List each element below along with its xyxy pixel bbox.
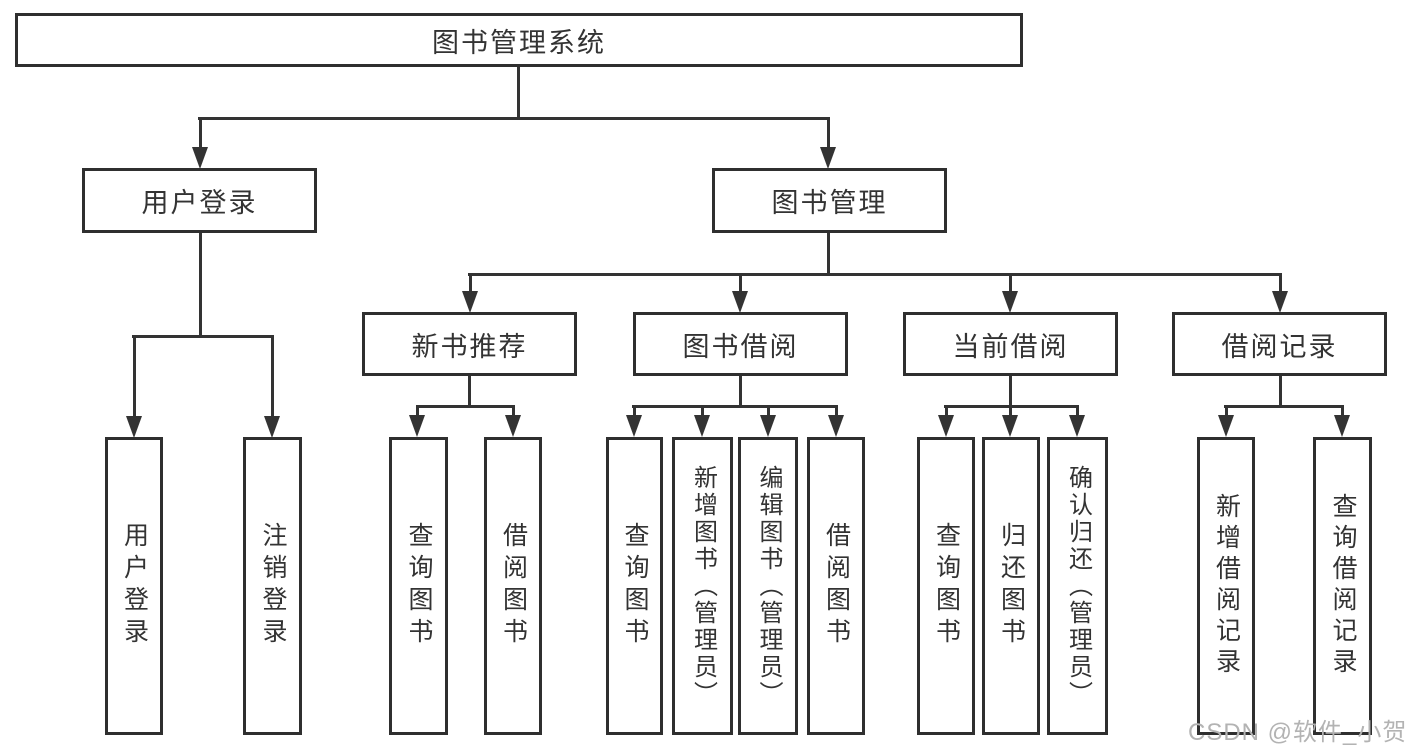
node-label: 用户登录 [141, 188, 258, 218]
connector-line [132, 335, 274, 338]
arrow-down-icon [1069, 415, 1085, 437]
node-label: 新增图书（管理员） [689, 464, 717, 708]
connector-line [701, 407, 704, 416]
connector-line [1009, 376, 1012, 407]
csdn-watermark: CSDN @软件_小贺同学 [1188, 719, 1405, 746]
connector-line [133, 337, 136, 416]
connector-line [468, 273, 1282, 276]
connector-line [739, 275, 742, 291]
arrow-down-icon [820, 147, 836, 169]
arrow-down-icon [1002, 415, 1018, 437]
leaf-query-books-borrow: 查询图书 [606, 437, 663, 735]
arrow-down-icon [264, 416, 280, 438]
arrow-down-icon [938, 415, 954, 437]
connector-line [632, 405, 838, 408]
node-new-book-recommendation: 新书推荐 [362, 312, 577, 376]
node-label: 查询图书 [405, 522, 433, 650]
arrow-down-icon [1334, 415, 1350, 437]
connector-line [517, 67, 520, 119]
leaf-logout: 注销登录 [243, 437, 302, 735]
node-label: 归还图书 [997, 522, 1026, 650]
connector-line [633, 407, 636, 416]
connector-line [512, 407, 515, 416]
connector-line [199, 119, 202, 147]
connector-line [945, 407, 948, 416]
node-borrowing-records: 借阅记录 [1172, 312, 1387, 376]
arrow-down-icon [694, 415, 710, 437]
node-label: 借阅图书 [499, 522, 528, 650]
node-label: 查询图书 [932, 522, 961, 650]
node-label: 新增借阅记录 [1212, 493, 1241, 679]
arrow-down-icon [760, 415, 776, 437]
leaf-add-borrow-record: 新增借阅记录 [1197, 437, 1255, 735]
connector-line [1076, 407, 1079, 416]
node-label: 新书推荐 [411, 331, 528, 362]
node-library-management-system: 图书管理系统 [15, 13, 1023, 67]
node-label: 注销登录 [259, 522, 287, 650]
connector-line [767, 407, 770, 416]
connector-line [468, 376, 471, 407]
node-current-borrowing: 当前借阅 [903, 312, 1118, 376]
connector-line [271, 337, 274, 416]
arrow-down-icon [732, 291, 748, 313]
connector-line [827, 119, 830, 147]
node-label: 借阅记录 [1221, 331, 1338, 362]
connector-line [835, 407, 838, 416]
leaf-query-books-recommend: 查询图书 [389, 437, 448, 735]
connector-line [416, 405, 515, 408]
connector-line [739, 376, 742, 407]
node-label: 查询图书 [621, 522, 649, 650]
arrow-down-icon [1272, 291, 1288, 313]
arrow-down-icon [126, 416, 142, 438]
connector-line [469, 275, 472, 291]
leaf-confirm-return-admin: 确认归还（管理员） [1047, 437, 1108, 735]
node-label: 图书借阅 [682, 331, 799, 362]
arrow-down-icon [409, 415, 425, 437]
connector-line [198, 117, 830, 120]
connector-line [1224, 405, 1344, 408]
node-label: 用户登录 [120, 522, 149, 650]
node-label: 图书管理 [771, 188, 888, 218]
connector-line [1341, 407, 1344, 416]
arrow-down-icon [1002, 291, 1018, 313]
node-label: 确认归还（管理员） [1064, 464, 1092, 708]
arrow-down-icon [192, 147, 208, 169]
node-label: 编辑图书（管理员） [755, 464, 782, 708]
node-book-borrowing: 图书借阅 [633, 312, 848, 376]
node-book-management: 图书管理 [712, 168, 947, 233]
node-label: 查询借阅记录 [1329, 493, 1357, 679]
node-label: 借阅图书 [822, 522, 851, 650]
connector-line [1279, 275, 1282, 291]
leaf-add-books-admin: 新增图书（管理员） [672, 437, 733, 735]
arrow-down-icon [1218, 415, 1234, 437]
connector-line [1009, 275, 1012, 291]
leaf-user-login: 用户登录 [105, 437, 163, 735]
leaf-borrow-books-borrow: 借阅图书 [807, 437, 865, 735]
leaf-query-borrow-record: 查询借阅记录 [1313, 437, 1372, 735]
leaf-query-books-current: 查询图书 [917, 437, 975, 735]
connector-line [944, 405, 1079, 408]
connector-line [1009, 407, 1012, 416]
arrow-down-icon [626, 415, 642, 437]
node-label: 图书管理系统 [432, 27, 606, 58]
node-user-login: 用户登录 [82, 168, 317, 233]
arrow-down-icon [505, 415, 521, 437]
node-label: 当前借阅 [952, 331, 1069, 362]
connector-line [1225, 407, 1228, 416]
connector-line [199, 233, 202, 337]
leaf-borrow-books-recommend: 借阅图书 [484, 437, 542, 735]
connector-line [416, 407, 419, 416]
arrow-down-icon [462, 291, 478, 313]
connector-line [827, 233, 830, 275]
connector-line [1279, 376, 1282, 407]
leaf-edit-books-admin: 编辑图书（管理员） [738, 437, 798, 735]
leaf-return-books: 归还图书 [982, 437, 1040, 735]
arrow-down-icon [828, 415, 844, 437]
